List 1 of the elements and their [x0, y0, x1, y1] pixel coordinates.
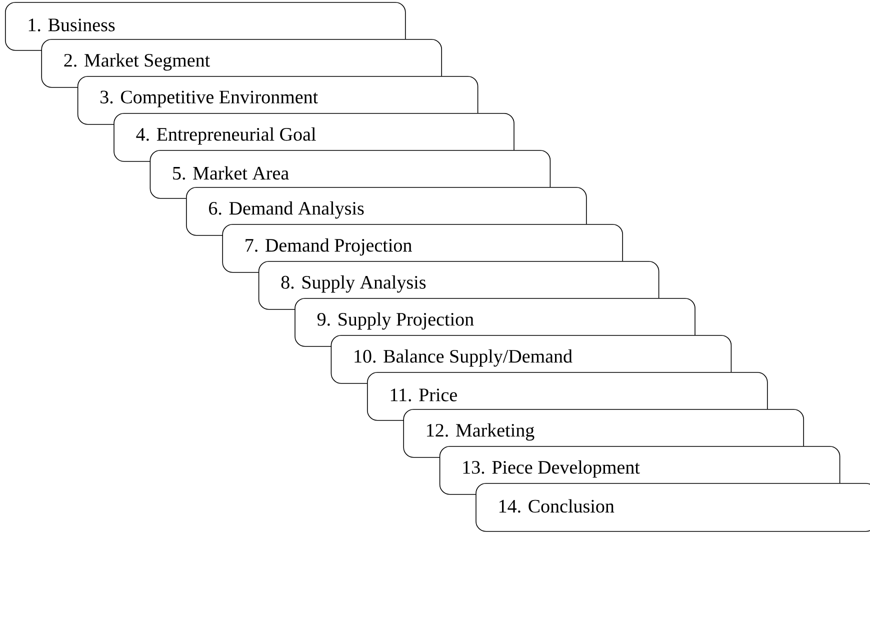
step-box: 14. Conclusion: [476, 483, 870, 532]
